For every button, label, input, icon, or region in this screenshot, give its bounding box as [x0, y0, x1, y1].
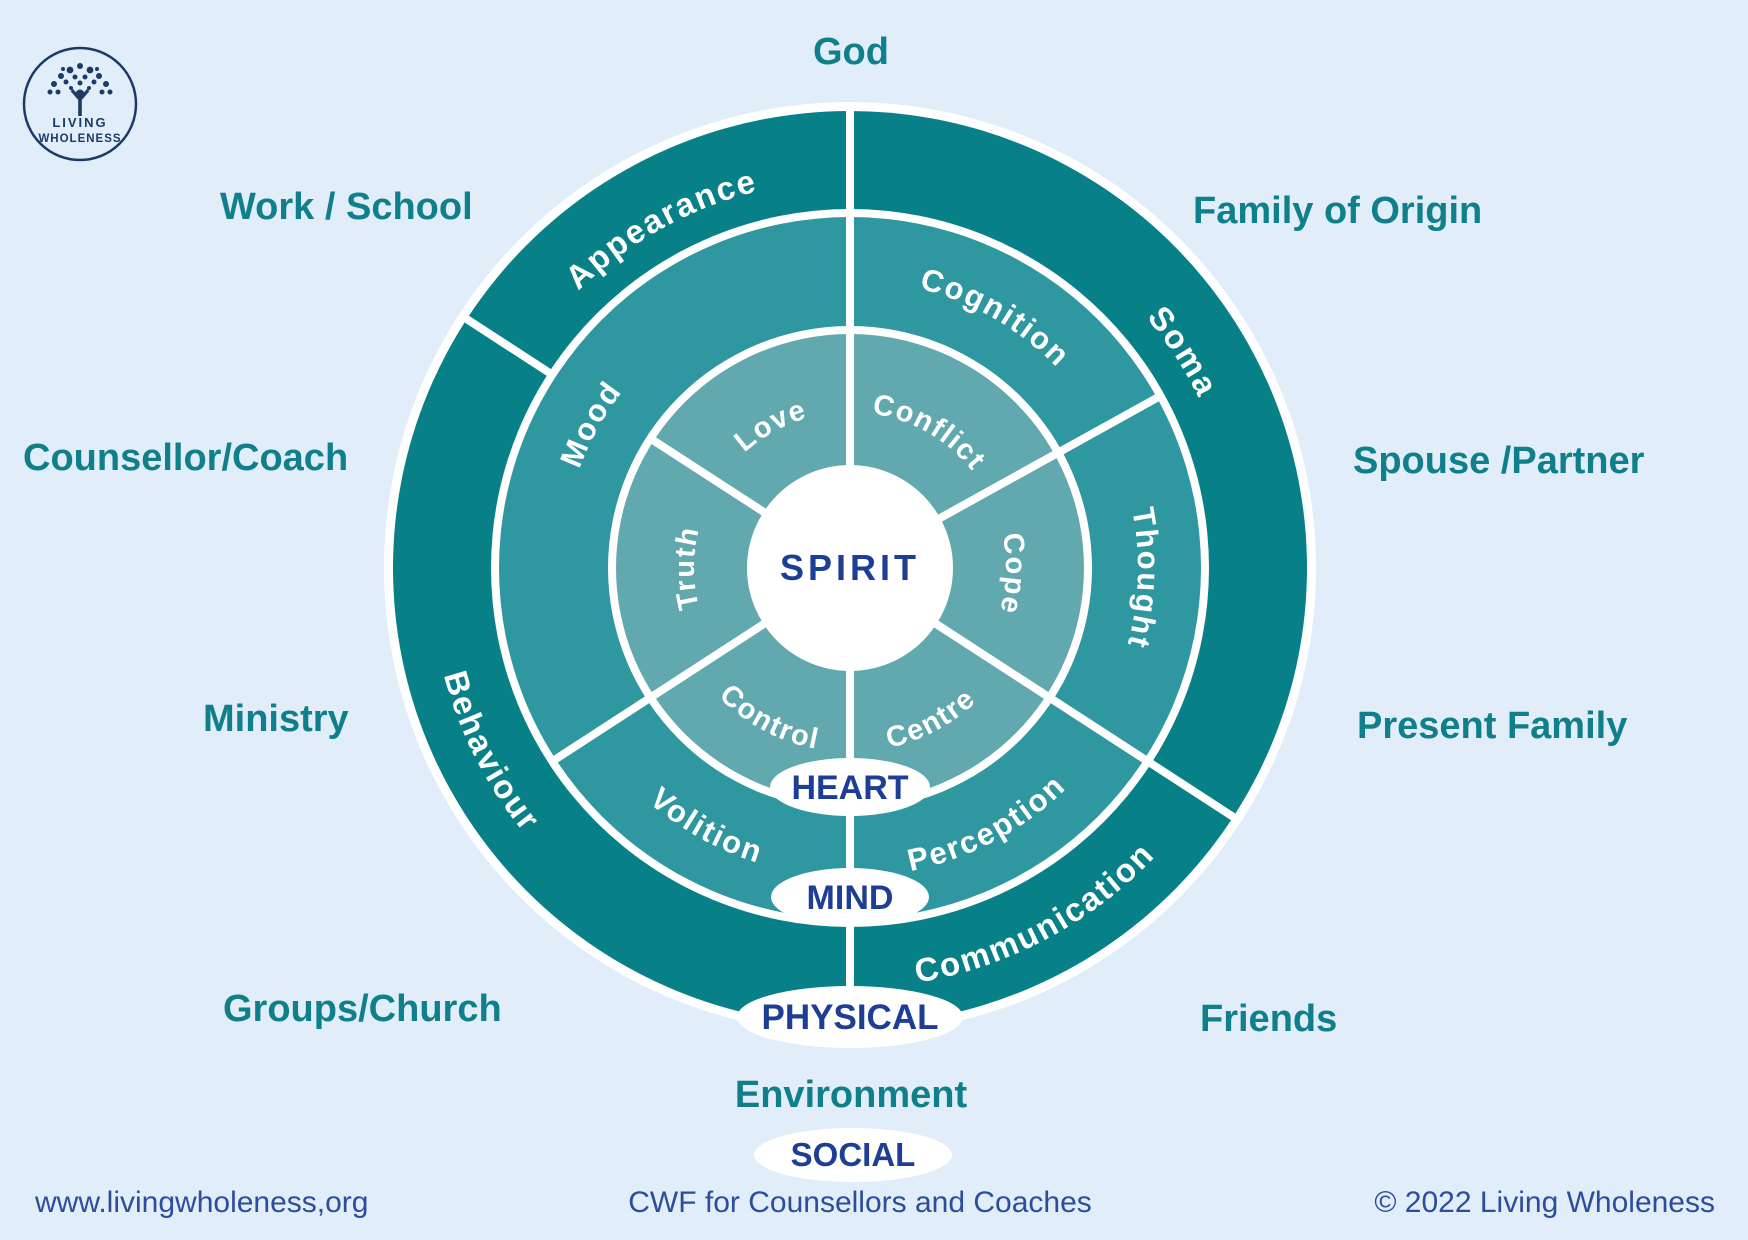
- living-wholeness-logo: LIVING WHOLENESS: [22, 46, 138, 162]
- heart-oval: [770, 758, 930, 816]
- sector-truth: Truth: [669, 523, 706, 612]
- label-environment: Environment: [735, 1074, 968, 1116]
- label-friends: Friends: [1200, 998, 1337, 1040]
- footer-website: www.livingwholeness,org: [34, 1186, 369, 1219]
- sector-cope: Cope: [993, 531, 1031, 618]
- logo-wordmark-line1: LIVING: [52, 115, 107, 130]
- logo-circle: [22, 46, 138, 162]
- sector-cope-text: Cope: [993, 531, 1030, 618]
- label-work-school: Work / School: [220, 186, 473, 228]
- physical-oval: [737, 986, 963, 1048]
- footer-program: CWF for Counsellors and Coaches: [628, 1186, 1092, 1219]
- label-groups-church: Groups/Church: [223, 988, 502, 1030]
- label-god: God: [813, 31, 889, 73]
- heart-label: HEART: [791, 769, 908, 807]
- label-present-family: Present Family: [1357, 705, 1627, 747]
- divider-lower-right: [931, 619, 1243, 826]
- divider-lower-left: [550, 619, 769, 765]
- footer-copyright: © 2022 Living Wholeness: [1374, 1186, 1715, 1219]
- spirit-label: SPIRIT: [780, 547, 920, 588]
- label-counsellor-coach: Counsellor/Coach: [23, 437, 348, 479]
- spirit-circle: [747, 465, 953, 671]
- wheel: Appearance Soma Communication Behaviour …: [384, 102, 1316, 1182]
- divider-upper-right: [935, 392, 1163, 523]
- label-ministry: Ministry: [203, 698, 349, 740]
- mind-label: MIND: [807, 879, 894, 917]
- divider-upper-left-outer: [457, 310, 555, 379]
- social-oval: [754, 1128, 952, 1182]
- label-family-of-origin: Family of Origin: [1193, 190, 1482, 232]
- logo-tree-icon: [47, 63, 113, 116]
- logo-wordmark-line2: WHOLENESS: [38, 133, 121, 145]
- label-spouse-partner: Spouse /Partner: [1353, 440, 1645, 482]
- physical-label: PHYSICAL: [762, 998, 939, 1037]
- social-label: SOCIAL: [791, 1136, 916, 1173]
- sector-truth-text: Truth: [669, 523, 704, 612]
- mind-oval: [771, 868, 929, 926]
- divider-upper-left-inner: [651, 437, 769, 517]
- logo-person-body: [70, 89, 90, 116]
